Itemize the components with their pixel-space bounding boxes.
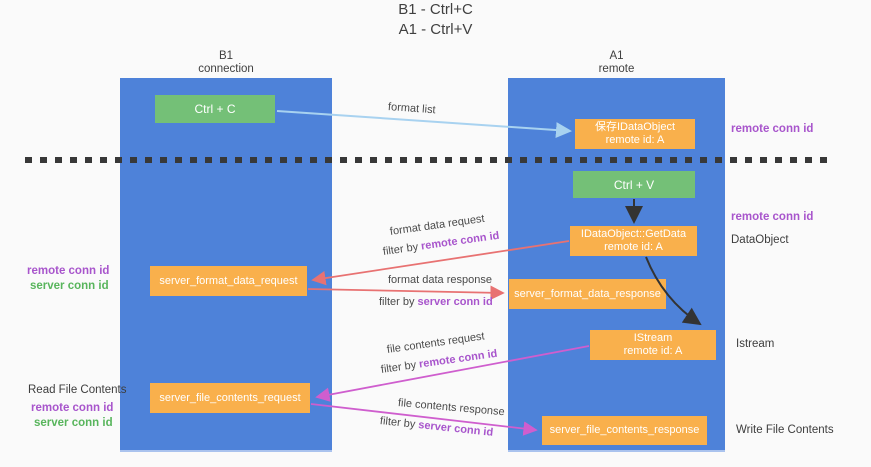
server-file-contents-request-label: server_file_contents_request	[159, 391, 301, 404]
dataobject-label: DataObject	[731, 234, 789, 246]
remote-conn-id-highlight: remote conn id	[418, 347, 499, 371]
left-server-conn-id-bottom-label: server conn id	[34, 417, 113, 429]
server-file-contents-request-box: server_file_contents_request	[150, 383, 310, 413]
right-remote-conn-id-top-label: remote conn id	[731, 123, 814, 135]
left-remote-conn-id-bottom-label: remote conn id	[31, 402, 114, 414]
right-remote-conn-id-mid-label: remote conn id	[731, 211, 814, 223]
server-format-data-request-box: server_format_data_request	[150, 266, 307, 296]
filter-by-text: filter by	[379, 415, 419, 431]
file-contents-response-label: file contents response	[397, 397, 506, 419]
write-file-contents-label: Write File Contents	[736, 424, 834, 436]
save-idataobject-box: 保存IDataObject remote id: A	[575, 119, 695, 149]
left-column-header: B1 connection	[120, 50, 332, 76]
server-conn-id-highlight: server conn id	[417, 296, 493, 308]
file-contents-response-filter-label: filter by server conn id	[379, 415, 493, 439]
istream-line2: remote id: A	[623, 345, 683, 357]
idataobject-getdata-box: IDataObject::GetData remote id: A	[570, 226, 697, 256]
save-idataobject-line1: 保存IDataObject	[594, 121, 676, 133]
format-list-label: format list	[387, 101, 436, 117]
filter-by-text: filter by	[379, 296, 418, 308]
left-remote-conn-id-top-label: remote conn id	[27, 265, 110, 277]
server-file-contents-response-label: server_file_contents_response	[549, 424, 700, 436]
idataobject-getdata-line2: remote id: A	[604, 241, 663, 253]
right-column-header: A1 remote	[508, 50, 725, 76]
diagram-title: B1 - Ctrl+C A1 - Ctrl+V	[0, 0, 871, 40]
save-idataobject-line2: remote id: A	[605, 134, 665, 146]
istream-side-label: Istream	[736, 338, 775, 350]
server-conn-id-highlight: server conn id	[417, 419, 494, 439]
server-format-data-response-label: server_format_data_response	[514, 287, 661, 300]
remote-conn-id-highlight: remote conn id	[420, 229, 501, 253]
read-file-contents-label: Read File Contents	[28, 384, 127, 396]
title-line-1: B1 - Ctrl+C	[398, 1, 473, 18]
ctrl-c-box: Ctrl + C	[155, 95, 275, 123]
server-file-contents-response-box: server_file_contents_response	[542, 416, 707, 445]
right-column-name: A1	[609, 50, 624, 62]
istream-line1: IStream	[633, 332, 673, 344]
filter-by-text: filter by	[380, 358, 420, 376]
format-data-response-filter-label: filter by server conn id	[379, 296, 493, 308]
format-data-response-label: format data response	[388, 274, 492, 286]
filter-by-text: filter by	[382, 240, 422, 258]
title-line-2: A1 - Ctrl+V	[398, 21, 473, 38]
ctrl-v-box: Ctrl + V	[573, 171, 695, 198]
ctrl-c-label: Ctrl + C	[194, 102, 236, 116]
left-column-name: B1	[218, 50, 234, 62]
left-server-conn-id-top-label: server conn id	[30, 280, 109, 292]
left-column-role: connection	[198, 63, 254, 75]
server-format-data-request-label: server_format_data_request	[159, 274, 298, 287]
ctrl-v-label: Ctrl + V	[613, 177, 655, 192]
server-format-data-response-box: server_format_data_response	[509, 279, 666, 309]
istream-box: IStream remote id: A	[590, 330, 716, 360]
idataobject-getdata-line1: IDataObject::GetData	[580, 228, 687, 240]
right-column-role: remote	[598, 63, 635, 75]
phase-separator-dashed-line	[25, 157, 831, 163]
format-data-response-arrow	[307, 285, 505, 300]
